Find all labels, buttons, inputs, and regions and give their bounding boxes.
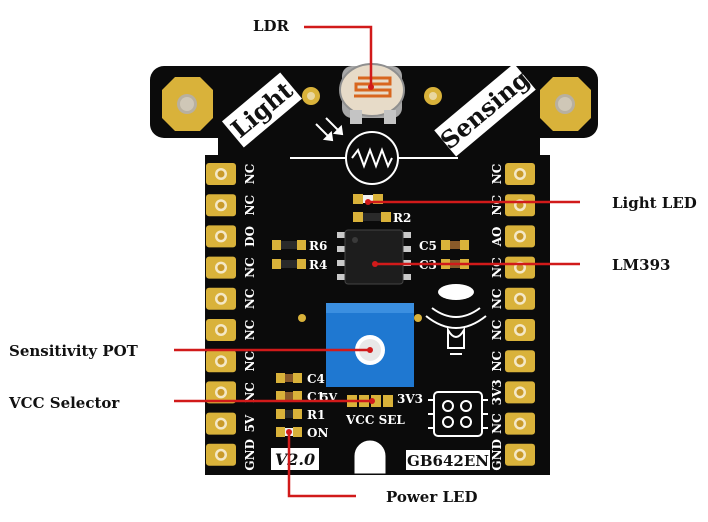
right-pin: GND: [490, 439, 535, 471]
callout-power-led: Power LED: [386, 488, 478, 506]
callout-ldr: LDR: [253, 17, 290, 35]
label-vcc-sel: VCC SEL: [345, 413, 405, 427]
right-pin-label: NC: [490, 320, 504, 341]
version-tag: V2.0: [271, 448, 319, 470]
right-pin-label: NC: [490, 351, 504, 372]
left-pin-label: NC: [243, 195, 257, 216]
left-pin: NC: [206, 163, 257, 185]
chip-logo-icon: [428, 391, 488, 437]
left-pin: NC: [206, 350, 257, 373]
sensitivity-potentiometer: [326, 303, 414, 387]
right-pin: NC: [490, 256, 535, 279]
right-pin-label: NC: [490, 289, 504, 310]
left-pin-label: NC: [243, 351, 257, 372]
left-pin: 5V: [206, 412, 257, 435]
left-pin: NC: [206, 319, 257, 341]
label-r6: R6: [309, 239, 327, 253]
label-r1: R1: [307, 408, 325, 422]
label-c4: C4: [307, 372, 325, 386]
label-3v3: 3V3: [397, 392, 423, 406]
label-r2: R2: [393, 211, 411, 225]
right-pin-label: NC: [490, 164, 504, 185]
right-pin: NC: [490, 412, 535, 435]
left-pin: NC: [206, 256, 257, 279]
left-pin-label: NC: [243, 289, 257, 310]
lm393-ic: [337, 229, 411, 285]
mounting-hole-left: [162, 77, 213, 131]
right-pin-label: GND: [490, 439, 504, 471]
callout-lines: [174, 25, 580, 498]
capacitor-c5: C5: [419, 239, 469, 253]
right-pin-label: NC: [490, 195, 504, 216]
light-bulb-icon: [425, 284, 487, 355]
label-on: ON: [307, 426, 328, 440]
left-pin: NC: [206, 381, 257, 404]
callout-line-ldr: [304, 25, 373, 87]
right-pin: NC: [490, 194, 535, 217]
ldr-sensor: [339, 63, 405, 124]
right-pin: 3V3: [490, 379, 535, 405]
resistor-r6: R6: [272, 239, 327, 253]
right-pin: NC: [490, 350, 535, 373]
right-pin: AO: [490, 225, 535, 248]
label-c5: C5: [419, 239, 437, 253]
left-pin: NC: [206, 287, 257, 310]
resistor-r2: R2: [353, 211, 411, 225]
resistor-r4: R4: [272, 258, 327, 272]
left-pin-label: NC: [243, 257, 257, 278]
resistor-r1: R1: [276, 408, 325, 422]
left-pin: GND: [206, 439, 257, 471]
left-pin-label: GND: [243, 439, 257, 471]
mounting-slot: [353, 439, 387, 475]
model-tag: GB642EN: [406, 450, 490, 470]
left-pin-label: NC: [243, 320, 257, 341]
left-pin-label: 5V: [243, 414, 257, 432]
left-pin-header: NC NC DO NC NC NC NC NC 5V GND: [206, 163, 257, 471]
right-pin: NC: [490, 287, 535, 310]
right-pin-label: NC: [490, 413, 504, 434]
left-pin: NC: [206, 194, 257, 217]
label-r4: R4: [309, 258, 327, 272]
callout-vcc-selector: VCC Selector: [9, 394, 120, 412]
ldr-schematic-symbol: [290, 117, 458, 185]
capacitor-c4: C4: [276, 372, 325, 386]
right-pin-label: NC: [490, 257, 504, 278]
left-pin: DO: [206, 225, 257, 248]
left-pin-label: NC: [243, 164, 257, 185]
model-label: GB642EN: [407, 452, 489, 470]
callout-sensitivity-pot: Sensitivity POT: [9, 342, 138, 360]
mounting-hole-right: [540, 77, 591, 131]
callout-line-power-led: [287, 432, 356, 498]
callout-lm393: LM393: [612, 256, 671, 274]
right-pin-label: 3V3: [490, 379, 504, 405]
right-pin: NC: [490, 319, 535, 341]
callout-light-led: Light LED: [612, 194, 697, 212]
version-label: V2.0: [275, 450, 315, 469]
left-pin-label: DO: [243, 226, 257, 247]
right-pin-label: AO: [490, 227, 504, 248]
right-pin: NC: [490, 163, 535, 185]
left-pin-label: NC: [243, 382, 257, 403]
